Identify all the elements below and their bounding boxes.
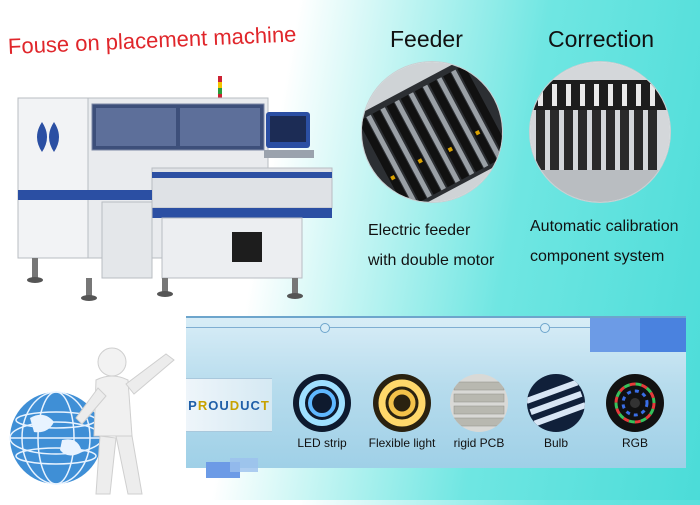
panel-dot <box>320 323 330 333</box>
product-rgb: RGB <box>600 374 670 450</box>
product-badge-text: PROUDUCT <box>188 397 270 413</box>
correction-photo <box>530 62 670 202</box>
product-label: Bulb <box>543 436 569 450</box>
correction-desc-line2: component system <box>530 248 665 265</box>
product-rigid-pcb: rigid PCB <box>444 374 514 450</box>
product-flexible-light: Flexible light <box>367 374 437 450</box>
feeder-title: Feeder <box>390 26 463 52</box>
product-badge: PROUDUCT <box>186 378 272 432</box>
page-headline: Fouse on placement machine <box>7 21 297 59</box>
feeder-description: Electric feeder with double motor <box>368 216 494 276</box>
man-with-globe-image <box>0 340 190 500</box>
product-label: Flexible light <box>368 436 436 450</box>
product-label: LED strip <box>297 436 347 450</box>
product-led-strip: LED strip <box>287 374 357 450</box>
correction-desc-line1: Automatic calibration <box>530 218 679 235</box>
bulb-image <box>527 374 585 432</box>
correction-title: Correction <box>548 26 655 52</box>
product-label: rigid PCB <box>453 436 505 450</box>
rigid-pcb-image <box>450 374 508 432</box>
panel-divider <box>186 327 686 328</box>
panel-accent <box>640 318 686 352</box>
product-bulb: Bulb <box>521 374 591 450</box>
rgb-image <box>606 374 664 432</box>
feeder-desc-line1: Electric feeder <box>368 222 471 239</box>
flexible-light-image <box>373 374 431 432</box>
decor-bar <box>230 458 258 472</box>
product-label: RGB <box>621 436 648 450</box>
feeder-desc-line2: with double motor <box>368 252 495 269</box>
led-strip-image <box>293 374 351 432</box>
correction-description: Automatic calibration component system <box>530 212 679 272</box>
placement-machine-image <box>12 72 342 307</box>
panel-dot <box>540 323 550 333</box>
feeder-photo <box>362 62 502 202</box>
